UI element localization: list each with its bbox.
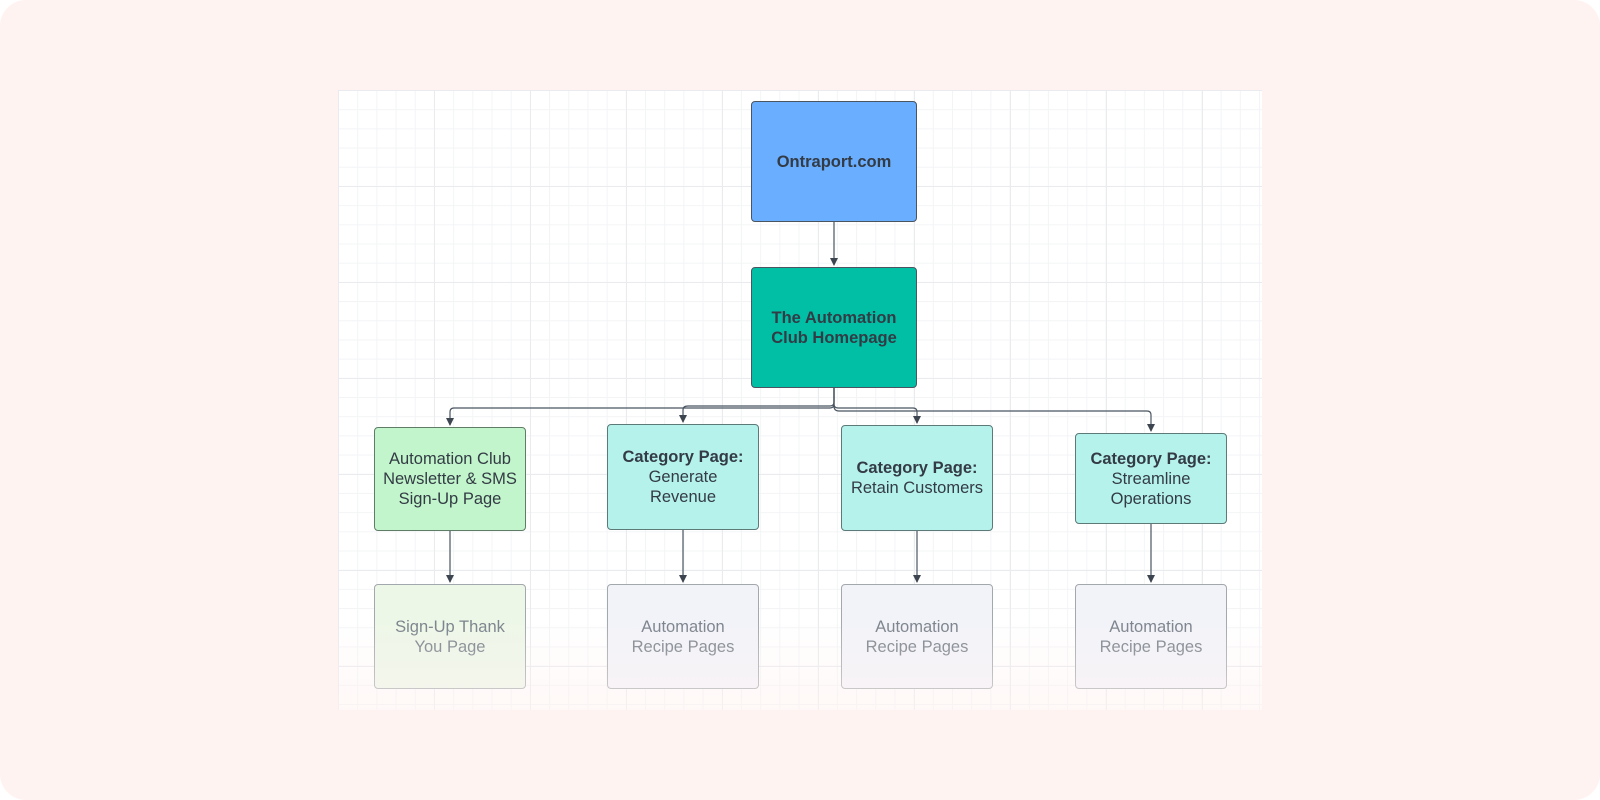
node-recipes-revenue[interactable]: Automation Recipe Pages [607,584,759,689]
node-label: Automation Recipe Pages [865,617,969,656]
node-newsletter-signup[interactable]: Automation Club Newsletter & SMS Sign-Up… [374,427,526,531]
edge-home-retain [833,388,921,424]
node-ontraport[interactable]: Ontraport.com [751,101,917,222]
node-title: Category Page: [622,448,744,466]
node-title: The Automation Club Homepage [771,308,897,347]
node-label: Automation Recipe Pages [1099,617,1203,656]
node-signup-thank-you[interactable]: Sign-Up Thank You Page [374,584,526,689]
node-category-generate-revenue[interactable]: Category Page: Generate Revenue [607,424,759,530]
edge-home-revenue [679,388,835,423]
node-label: Sign-Up Thank You Page [395,617,505,656]
node-recipes-retain[interactable]: Automation Recipe Pages [841,584,993,689]
node-category-streamline-operations[interactable]: Category Page: Streamline Operations [1075,433,1227,524]
node-subtitle: Retain Customers [850,479,984,497]
node-title: Ontraport.com [776,152,892,171]
node-label: Automation Club Newsletter & SMS Sign-Up… [383,450,517,508]
node-title: Category Page: [1090,449,1212,468]
edge-home-operations [833,388,1155,432]
node-subtitle: Streamline Operations [1110,469,1192,508]
node-automation-club-homepage[interactable]: The Automation Club Homepage [751,267,917,388]
node-label: Automation Recipe Pages [631,617,735,656]
node-subtitle: Generate Revenue [648,468,718,506]
node-recipes-operations[interactable]: Automation Recipe Pages [1075,584,1227,689]
node-title: Category Page: [856,459,978,477]
node-category-retain-customers[interactable]: Category Page: Retain Customers [841,425,993,531]
